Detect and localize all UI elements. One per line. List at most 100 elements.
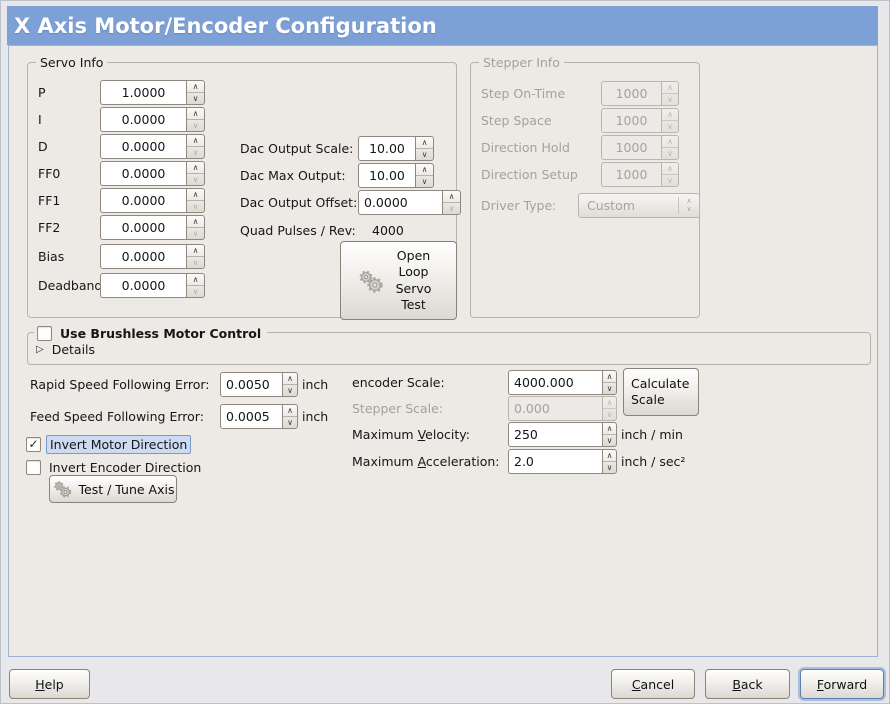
- rapid-following-error-entry[interactable]: 0.0050: [220, 372, 282, 397]
- cancel-button[interactable]: Cancel: [611, 669, 695, 699]
- bias-spinbox: 0.0000 ∧∨: [100, 244, 205, 269]
- dac-max-output-label: Dac Max Output:: [240, 168, 346, 183]
- servo-info-legend: Servo Info: [36, 54, 108, 71]
- spin-arrows[interactable]: ∧∨: [602, 422, 617, 447]
- spin-down-icon[interactable]: ∨: [187, 285, 204, 297]
- dac-output-scale-entry[interactable]: 10.00: [358, 136, 415, 161]
- maximum-acceleration-spinbox: 2.0 ∧∨: [508, 449, 617, 474]
- spin-up-icon[interactable]: ∧: [287, 405, 293, 415]
- ff2-label: FF2: [38, 220, 61, 235]
- bias-spin-arrows[interactable]: ∧∨: [186, 244, 205, 269]
- p-entry[interactable]: 1.0000: [100, 80, 186, 105]
- help-button[interactable]: Help: [9, 669, 90, 699]
- spin-down-icon: ∨: [662, 147, 678, 159]
- d-entry[interactable]: 0.0000: [100, 134, 186, 159]
- spin-up-icon[interactable]: ∧: [421, 137, 428, 147]
- spin-up-icon[interactable]: ∧: [287, 373, 293, 383]
- spin-down-icon[interactable]: ∨: [603, 434, 616, 446]
- brushless-frame: Use Brushless Motor Control ▷ Details: [27, 324, 871, 365]
- invert-motor-checkbox[interactable]: ✓: [26, 437, 41, 452]
- spin-down-icon[interactable]: ∨: [187, 200, 204, 212]
- spin-arrows: ∧∨: [661, 81, 679, 106]
- stepper-scale-entry: 0.000: [508, 396, 602, 421]
- invert-encoder-checkbox[interactable]: [26, 460, 41, 475]
- spin-up-icon[interactable]: ∧: [606, 423, 613, 433]
- p-spinbox: 1.0000 ∧∨: [100, 80, 205, 105]
- spin-down-icon[interactable]: ∨: [603, 461, 616, 473]
- encoder-scale-entry[interactable]: 4000.000: [508, 370, 602, 395]
- spin-up-icon[interactable]: ∧: [192, 274, 199, 284]
- dac-max-spin-arrows[interactable]: ∧∨: [415, 163, 434, 188]
- spin-down-icon[interactable]: ∨: [187, 256, 204, 268]
- spin-up-icon[interactable]: ∧: [606, 450, 613, 460]
- bias-entry[interactable]: 0.0000: [100, 244, 186, 269]
- maximum-acceleration-entry[interactable]: 2.0: [508, 449, 602, 474]
- open-loop-servo-test-button[interactable]: Open Loop Servo Test: [340, 241, 457, 320]
- use-brushless-checkbox[interactable]: [37, 325, 52, 341]
- calculate-scale-button[interactable]: Calculate Scale: [623, 368, 699, 416]
- combo-divider: [678, 197, 679, 214]
- dac-offset-spin-arrows[interactable]: ∧∨: [442, 190, 461, 215]
- brushless-checkbox-row[interactable]: Use Brushless Motor Control: [34, 324, 268, 342]
- maximum-velocity-entry[interactable]: 250: [508, 422, 602, 447]
- spin-up-icon[interactable]: ∧: [192, 108, 199, 118]
- back-button[interactable]: Back: [705, 669, 790, 699]
- invert-encoder-direction-row[interactable]: Invert Encoder Direction: [26, 458, 201, 477]
- ff2-spin-arrows[interactable]: ∧∨: [186, 215, 205, 240]
- spin-down-icon[interactable]: ∨: [443, 202, 460, 214]
- spin-up-icon[interactable]: ∧: [192, 245, 199, 255]
- spin-up-icon[interactable]: ∧: [192, 81, 199, 91]
- spin-arrows[interactable]: ∧∨: [282, 372, 298, 397]
- feed-following-error-entry[interactable]: 0.0005: [220, 404, 282, 429]
- spin-down-icon[interactable]: ∨: [603, 382, 616, 394]
- i-spin-arrows[interactable]: ∧∨: [186, 107, 205, 132]
- spin-down-icon[interactable]: ∨: [283, 384, 297, 396]
- spin-up-icon[interactable]: ∧: [192, 216, 199, 226]
- ff1-spin-arrows[interactable]: ∧∨: [186, 188, 205, 213]
- p-spin-arrows[interactable]: ∧∨: [186, 80, 205, 105]
- dac-max-output-entry[interactable]: 10.00: [358, 163, 415, 188]
- d-spin-arrows[interactable]: ∧∨: [186, 134, 205, 159]
- step-space-row: Step Space 1000 ∧∨: [481, 108, 679, 133]
- spin-down-icon[interactable]: ∨: [187, 227, 204, 239]
- spin-up-icon[interactable]: ∧: [448, 191, 455, 201]
- help-button-label: Help: [35, 676, 64, 692]
- ff2-entry[interactable]: 0.0000: [100, 215, 186, 240]
- spin-up-icon[interactable]: ∧: [421, 164, 428, 174]
- spin-down-icon[interactable]: ∨: [283, 416, 297, 428]
- spin-up-icon[interactable]: ∧: [192, 162, 199, 172]
- details-expander[interactable]: ▷ Details: [36, 342, 95, 357]
- spin-down-icon[interactable]: ∨: [416, 148, 433, 160]
- spin-up-icon[interactable]: ∧: [606, 371, 613, 381]
- spin-arrows[interactable]: ∧∨: [602, 449, 617, 474]
- dac-output-offset-entry[interactable]: 0.0000: [358, 190, 442, 215]
- deadband-entry[interactable]: 0.0000: [100, 273, 186, 298]
- invert-encoder-label: Invert Encoder Direction: [49, 460, 202, 475]
- test-tune-axis-button[interactable]: Test / Tune Axis: [49, 475, 177, 503]
- spin-up-icon: ∧: [606, 397, 613, 407]
- invert-motor-direction-row[interactable]: ✓ Invert Motor Direction: [26, 435, 192, 454]
- ff0-spin-arrows[interactable]: ∧∨: [186, 161, 205, 186]
- deadband-spin-arrows[interactable]: ∧∨: [186, 273, 205, 298]
- stepper-info-legend: Stepper Info: [479, 54, 564, 71]
- spin-arrows: ∧∨: [661, 108, 679, 133]
- rapid-following-error-spinbox: 0.0050 ∧∨: [220, 372, 298, 397]
- spin-up-icon[interactable]: ∧: [192, 189, 199, 199]
- spin-down-icon[interactable]: ∨: [187, 173, 204, 185]
- expander-arrow-icon[interactable]: ▷: [36, 344, 44, 355]
- ff0-entry[interactable]: 0.0000: [100, 161, 186, 186]
- i-entry[interactable]: 0.0000: [100, 107, 186, 132]
- ff1-entry[interactable]: 0.0000: [100, 188, 186, 213]
- spin-down-icon[interactable]: ∨: [187, 119, 204, 131]
- spin-down-icon[interactable]: ∨: [187, 146, 204, 158]
- maximum-acceleration-row: Maximum Acceleration: 2.0 ∧∨ inch / sec²: [352, 449, 685, 474]
- spin-up-icon[interactable]: ∧: [192, 135, 199, 145]
- dac-scale-spin-arrows[interactable]: ∧∨: [415, 136, 434, 161]
- spin-arrows[interactable]: ∧∨: [282, 404, 298, 429]
- forward-button[interactable]: Forward: [800, 669, 884, 699]
- spin-arrows[interactable]: ∧∨: [602, 370, 617, 395]
- direction-hold-label: Direction Hold: [481, 140, 570, 155]
- spin-down-icon[interactable]: ∨: [416, 175, 433, 187]
- direction-hold-spinbox: 1000 ∧∨: [601, 135, 679, 160]
- spin-down-icon[interactable]: ∨: [187, 92, 204, 104]
